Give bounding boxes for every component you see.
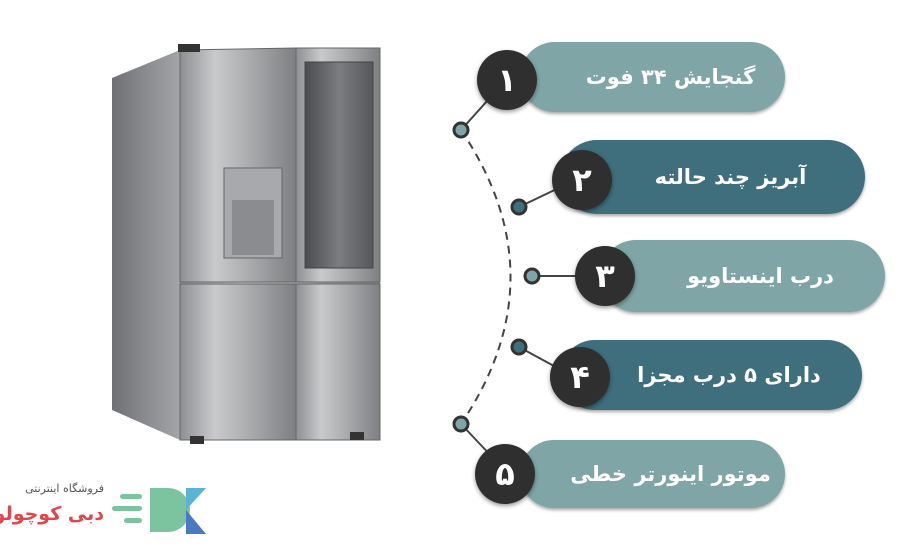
feature-number-3: ۳ [575,246,635,306]
feature-number-4: ۴ [550,347,610,407]
node-1 [452,121,470,139]
feature-pill-3: درب اینستاویو [600,240,885,312]
feature-label-3: درب اینستاویو [687,264,834,288]
feature-pill-5: موتور اینورتر خطی [520,440,785,508]
feature-pill-4: دارای ۵ درب مجزا [560,340,862,410]
feature-label-1: گنجایش ۳۴ فوت [585,65,756,89]
feature-number-2: ۲ [552,150,612,210]
refrigerator-image [112,44,381,444]
dashed-arc [460,129,512,425]
logo-name: دبی کوچولو [0,503,104,525]
node-2 [510,198,528,216]
feature-number-5: ۵ [475,444,535,504]
logo-subtitle: فروشگاه اینترنتی [25,482,104,495]
node-4 [510,338,528,356]
feature-number-1: ۱ [477,50,537,110]
feature-pill-1: گنجایش ۳۴ فوت [520,42,785,112]
feature-label-5: موتور اینورتر خطی [570,462,771,486]
logo-mark [112,488,206,534]
node-3 [523,267,541,285]
node-5 [452,415,470,433]
feature-label-2: آبریز چند حالته [654,165,807,189]
feature-label-4: دارای ۵ درب مجزا [637,363,821,387]
